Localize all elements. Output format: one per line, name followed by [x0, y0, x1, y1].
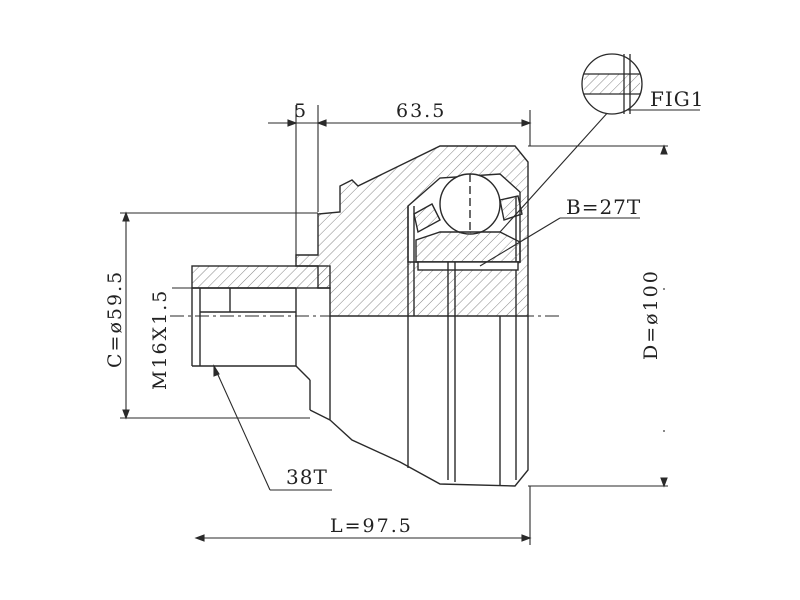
seal-diameter-label: C=ø59.5 [104, 270, 126, 368]
fig1-detail [581, 53, 643, 115]
spline-inner-label: B=27T [566, 195, 641, 219]
dim-63-5-label: 63.5 [396, 100, 446, 122]
outer-diameter-label: D=ø100 [640, 269, 662, 360]
thread-label: M16X1.5 [149, 289, 171, 390]
fig1-label: FIG1 [650, 87, 704, 111]
dimension-lines [120, 105, 700, 545]
joint-outline [170, 145, 560, 487]
dim-5-label: 5 [294, 100, 308, 122]
labels: 5 63.5 FIG1 B=27T 38T L=97.5 D=ø100 C=ø5… [104, 87, 704, 537]
length-label: L=97.5 [330, 515, 413, 537]
spline-outer-label: 38T [286, 465, 328, 489]
